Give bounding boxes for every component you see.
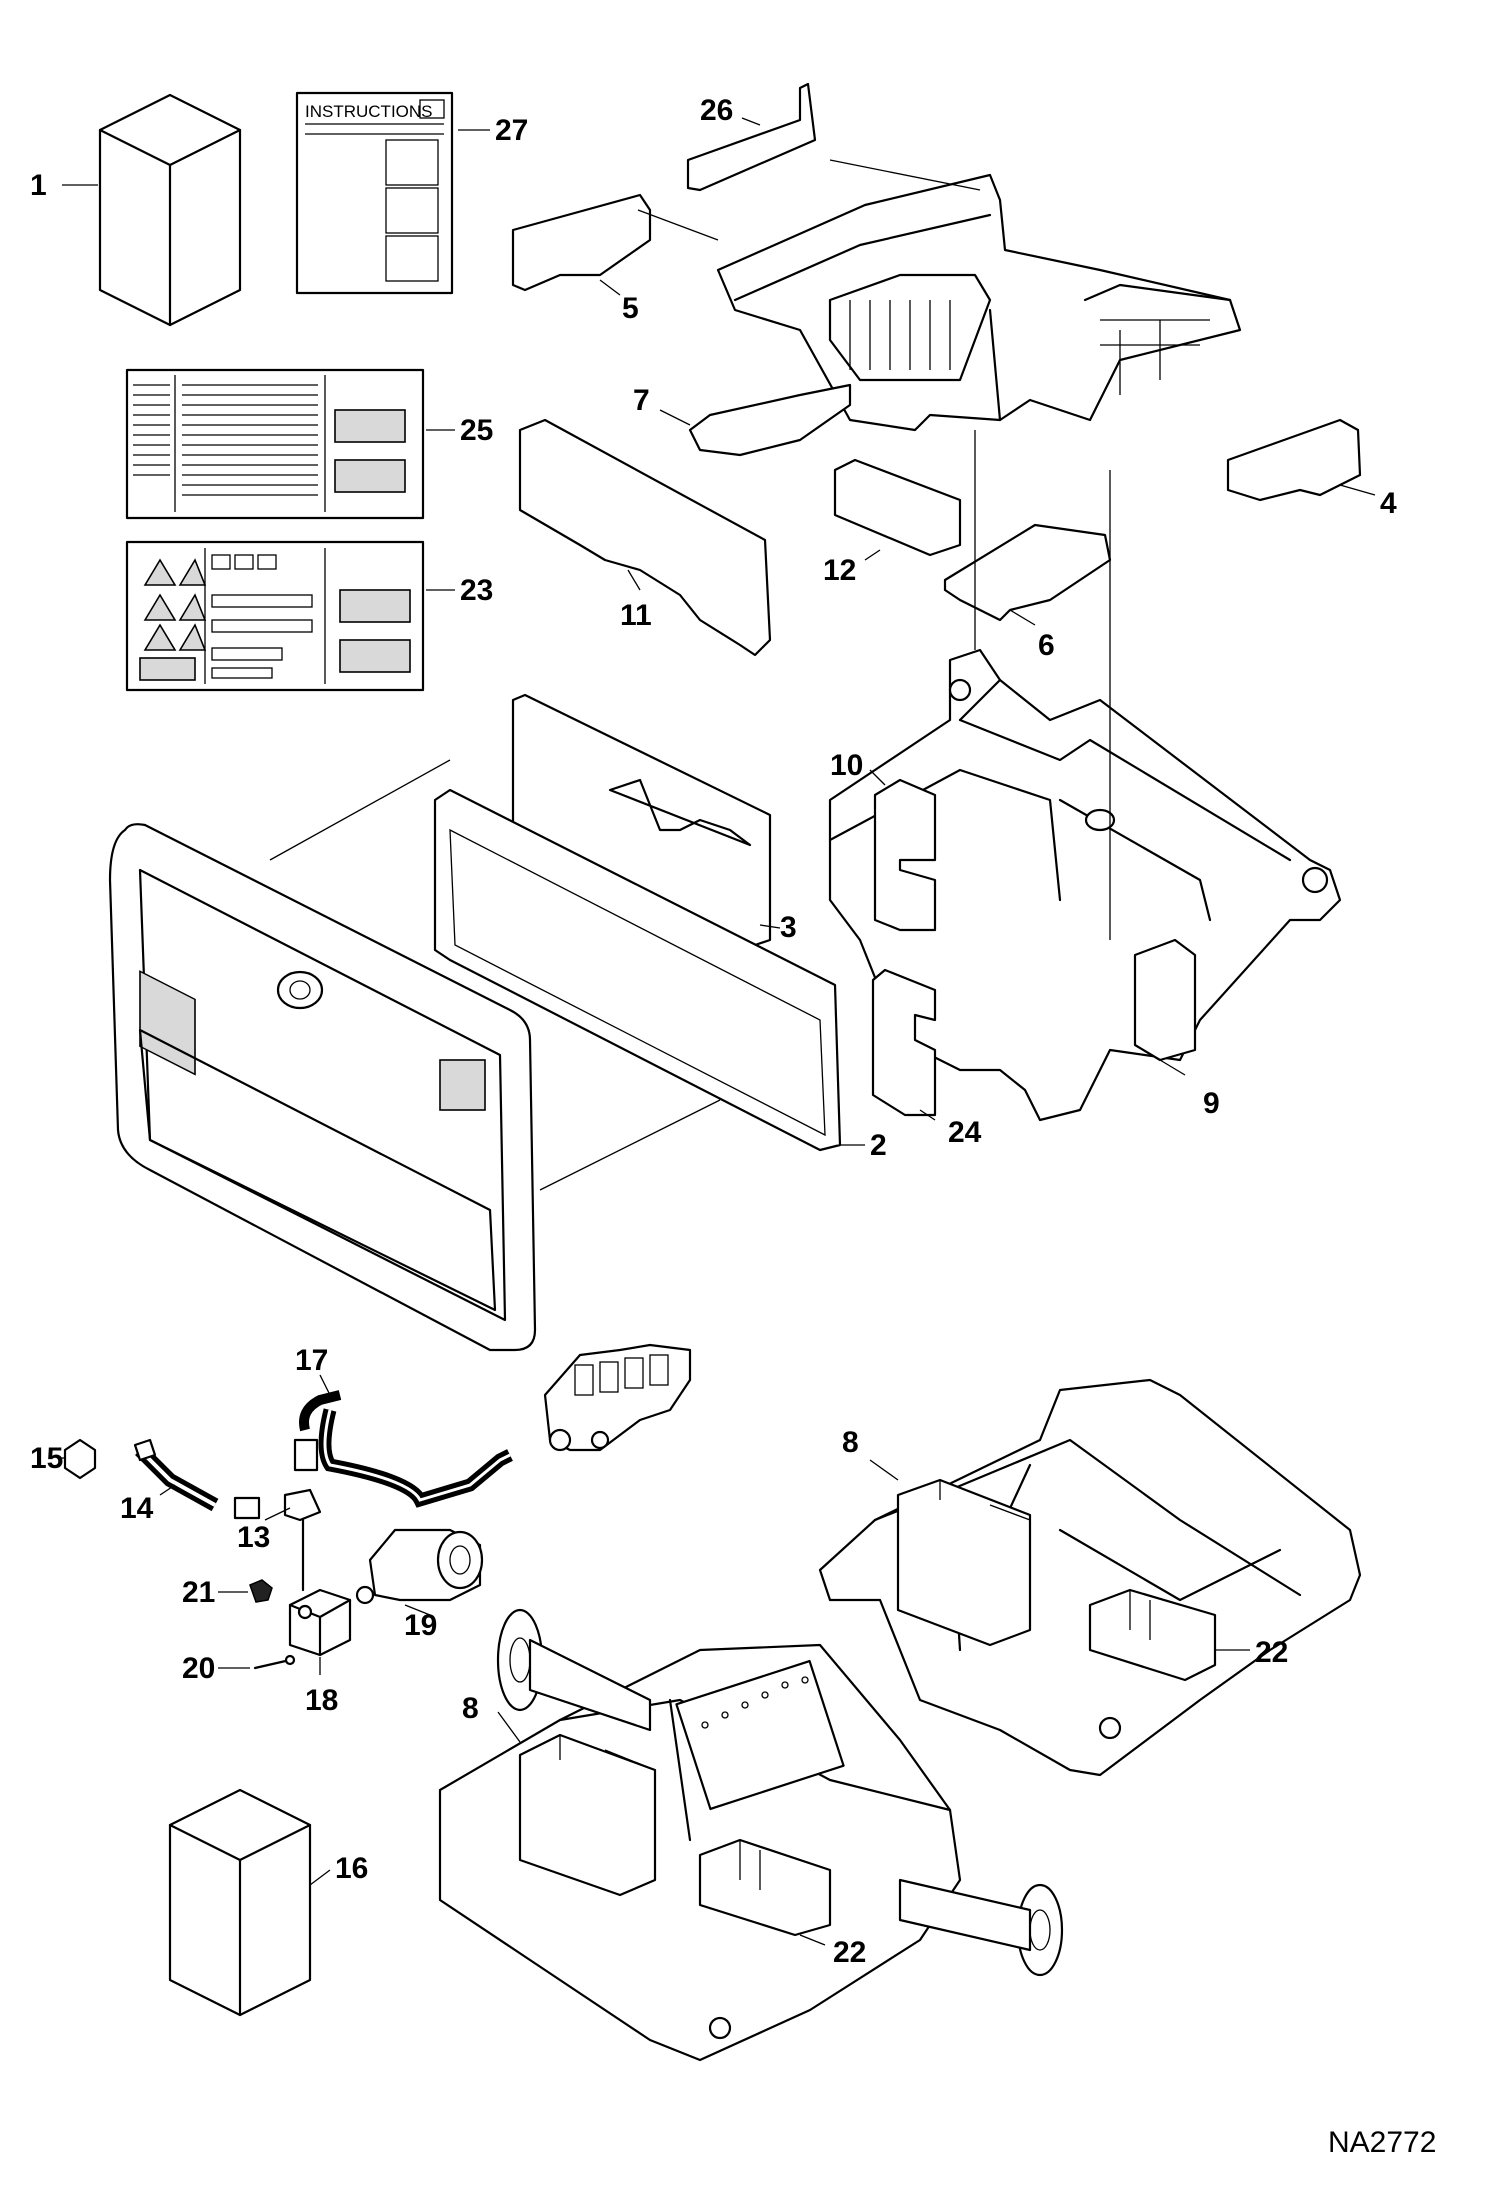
callout-25: 26 bbox=[700, 94, 733, 127]
callout-2: 2 bbox=[870, 1129, 887, 1162]
callout-10: 10 bbox=[830, 749, 863, 782]
part-26-foam-block bbox=[871, 968, 937, 1117]
callout-27: 27 bbox=[495, 114, 528, 147]
diagram-code: NA2772 bbox=[1328, 2126, 1436, 2159]
callout-16: 16 bbox=[335, 1852, 368, 1885]
callout-1: 1 bbox=[30, 169, 47, 202]
hydraulic-hose-assembly bbox=[63, 1390, 513, 1592]
callout-19: 19 bbox=[404, 1609, 437, 1642]
callout-8-upper: 8 bbox=[842, 1426, 859, 1459]
callout-20: 20 bbox=[182, 1652, 215, 1685]
callout-24: 25 bbox=[460, 414, 493, 447]
callout-22-upper: 22 bbox=[1255, 1636, 1288, 1669]
callout-9: 9 bbox=[1203, 1087, 1220, 1120]
callout-8-lower: 8 bbox=[462, 1692, 479, 1725]
part-22-foam-block-lower bbox=[698, 1838, 832, 1937]
part-7-foam-piece bbox=[688, 383, 852, 457]
part-6-mat bbox=[943, 523, 1112, 622]
part-20-bolt bbox=[253, 1654, 296, 1670]
part-5-foam-piece bbox=[511, 193, 652, 292]
callout-11: 11 bbox=[620, 599, 652, 632]
part-1-box bbox=[98, 93, 242, 327]
part-4-foam-piece bbox=[1226, 418, 1362, 502]
callout-3: 3 bbox=[780, 911, 797, 944]
callout-12: 12 bbox=[823, 554, 856, 587]
callout-15: 15 bbox=[30, 1442, 63, 1475]
callout-21: 21 bbox=[182, 1576, 215, 1609]
machine-frame-upper bbox=[828, 648, 1342, 1122]
part-9-foam-block bbox=[1133, 938, 1197, 1062]
rear-chassis bbox=[818, 1378, 1362, 1777]
instructions-label: INSTRUCTIONS bbox=[305, 102, 433, 121]
part-21-plug bbox=[249, 1579, 273, 1603]
part-16-box bbox=[168, 1788, 312, 2017]
callout-5: 5 bbox=[622, 292, 639, 325]
part-23-decal bbox=[125, 540, 425, 692]
callout-18: 18 bbox=[305, 1684, 338, 1717]
part-24-decal bbox=[125, 368, 425, 520]
part-27-instructions-sheet: INSTRUCTIONS bbox=[295, 91, 454, 295]
control-valve bbox=[543, 1343, 692, 1452]
callout-7: 7 bbox=[633, 384, 650, 417]
callout-14: 14 bbox=[120, 1492, 154, 1525]
part-8-foam-block-upper bbox=[896, 1478, 1032, 1647]
cab-floor-assembly bbox=[637, 159, 1242, 432]
callout-26: 24 bbox=[948, 1116, 982, 1149]
callout-22-lower: 22 bbox=[833, 1936, 866, 1969]
callout-4: 4 bbox=[1380, 487, 1397, 520]
part-8-foam-block-lower bbox=[518, 1733, 657, 1897]
part-12-foam-block bbox=[833, 458, 962, 557]
callout-17: 17 bbox=[295, 1344, 328, 1377]
part-11-foam-panel bbox=[518, 418, 772, 657]
part-22-foam-block-upper bbox=[1088, 1588, 1217, 1682]
door-panel bbox=[108, 823, 537, 1352]
part-18-manifold-block bbox=[288, 1588, 352, 1657]
part-19-pump bbox=[355, 1528, 484, 1605]
part-10-foam-block bbox=[873, 778, 937, 932]
part-25-foam-piece bbox=[686, 82, 817, 192]
callout-6: 6 bbox=[1038, 629, 1055, 662]
callout-13: 13 bbox=[237, 1521, 270, 1554]
callout-23: 23 bbox=[460, 574, 493, 607]
part-2-foam-panel bbox=[433, 788, 842, 1152]
